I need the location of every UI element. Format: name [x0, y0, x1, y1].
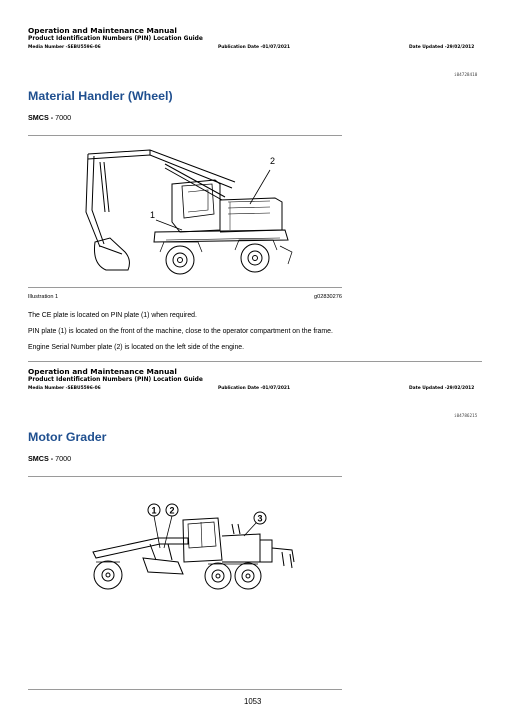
publication-date: Publication Date -01/07/2021 [218, 386, 291, 391]
guide-subtitle: Product Identification Numbers (PIN) Loc… [28, 377, 203, 383]
smcs-label: SMCS - [28, 454, 54, 463]
guide-subtitle: Product Identification Numbers (PIN) Loc… [28, 36, 203, 42]
callout-1: 1 [152, 506, 157, 516]
divider [28, 689, 342, 690]
paragraph: Engine Serial Number plate (2) is locate… [28, 344, 245, 351]
graphic-id: g02830276 [314, 294, 342, 300]
date-updated: Date Updated -29/02/2012 [409, 45, 475, 50]
smcs-code: SMCS - 7000 [28, 113, 71, 122]
callout-1: 1 [150, 210, 155, 220]
manual-title: Operation and Maintenance Manual [28, 367, 177, 376]
section-title: Material Handler (Wheel) [28, 89, 173, 103]
illustration-caption: Illustration 1 [28, 294, 59, 300]
material-handler-illustration: 1 2 [85, 149, 293, 275]
divider [28, 476, 342, 477]
callout-2: 2 [170, 506, 175, 516]
smcs-label: SMCS - [28, 113, 54, 122]
smcs-value: 7000 [53, 454, 72, 463]
smcs-value: 7000 [53, 113, 72, 122]
publication-date: Publication Date -01/07/2021 [218, 45, 291, 50]
section-title: Motor Grader [28, 430, 107, 444]
document-id: i04786215 [454, 414, 478, 419]
divider [28, 287, 342, 288]
motor-grader-illustration: 1 2 3 [92, 503, 295, 590]
smcs-code: SMCS - 7000 [28, 454, 71, 463]
paragraph: The CE plate is located on PIN plate (1)… [28, 312, 197, 319]
section-separator [28, 361, 482, 362]
page-number: 1053 [244, 697, 262, 706]
callout-2: 2 [270, 156, 275, 166]
callout-3: 3 [258, 514, 263, 524]
divider [28, 135, 342, 136]
date-updated: Date Updated -29/02/2012 [409, 386, 475, 391]
document-id: i04728410 [454, 73, 478, 78]
media-number: Media Number -SEBU5596-06 [28, 386, 101, 391]
media-number: Media Number -SEBU5596-06 [28, 45, 101, 50]
manual-title: Operation and Maintenance Manual [28, 26, 177, 35]
paragraph: PIN plate (1) is located on the front of… [28, 328, 333, 335]
